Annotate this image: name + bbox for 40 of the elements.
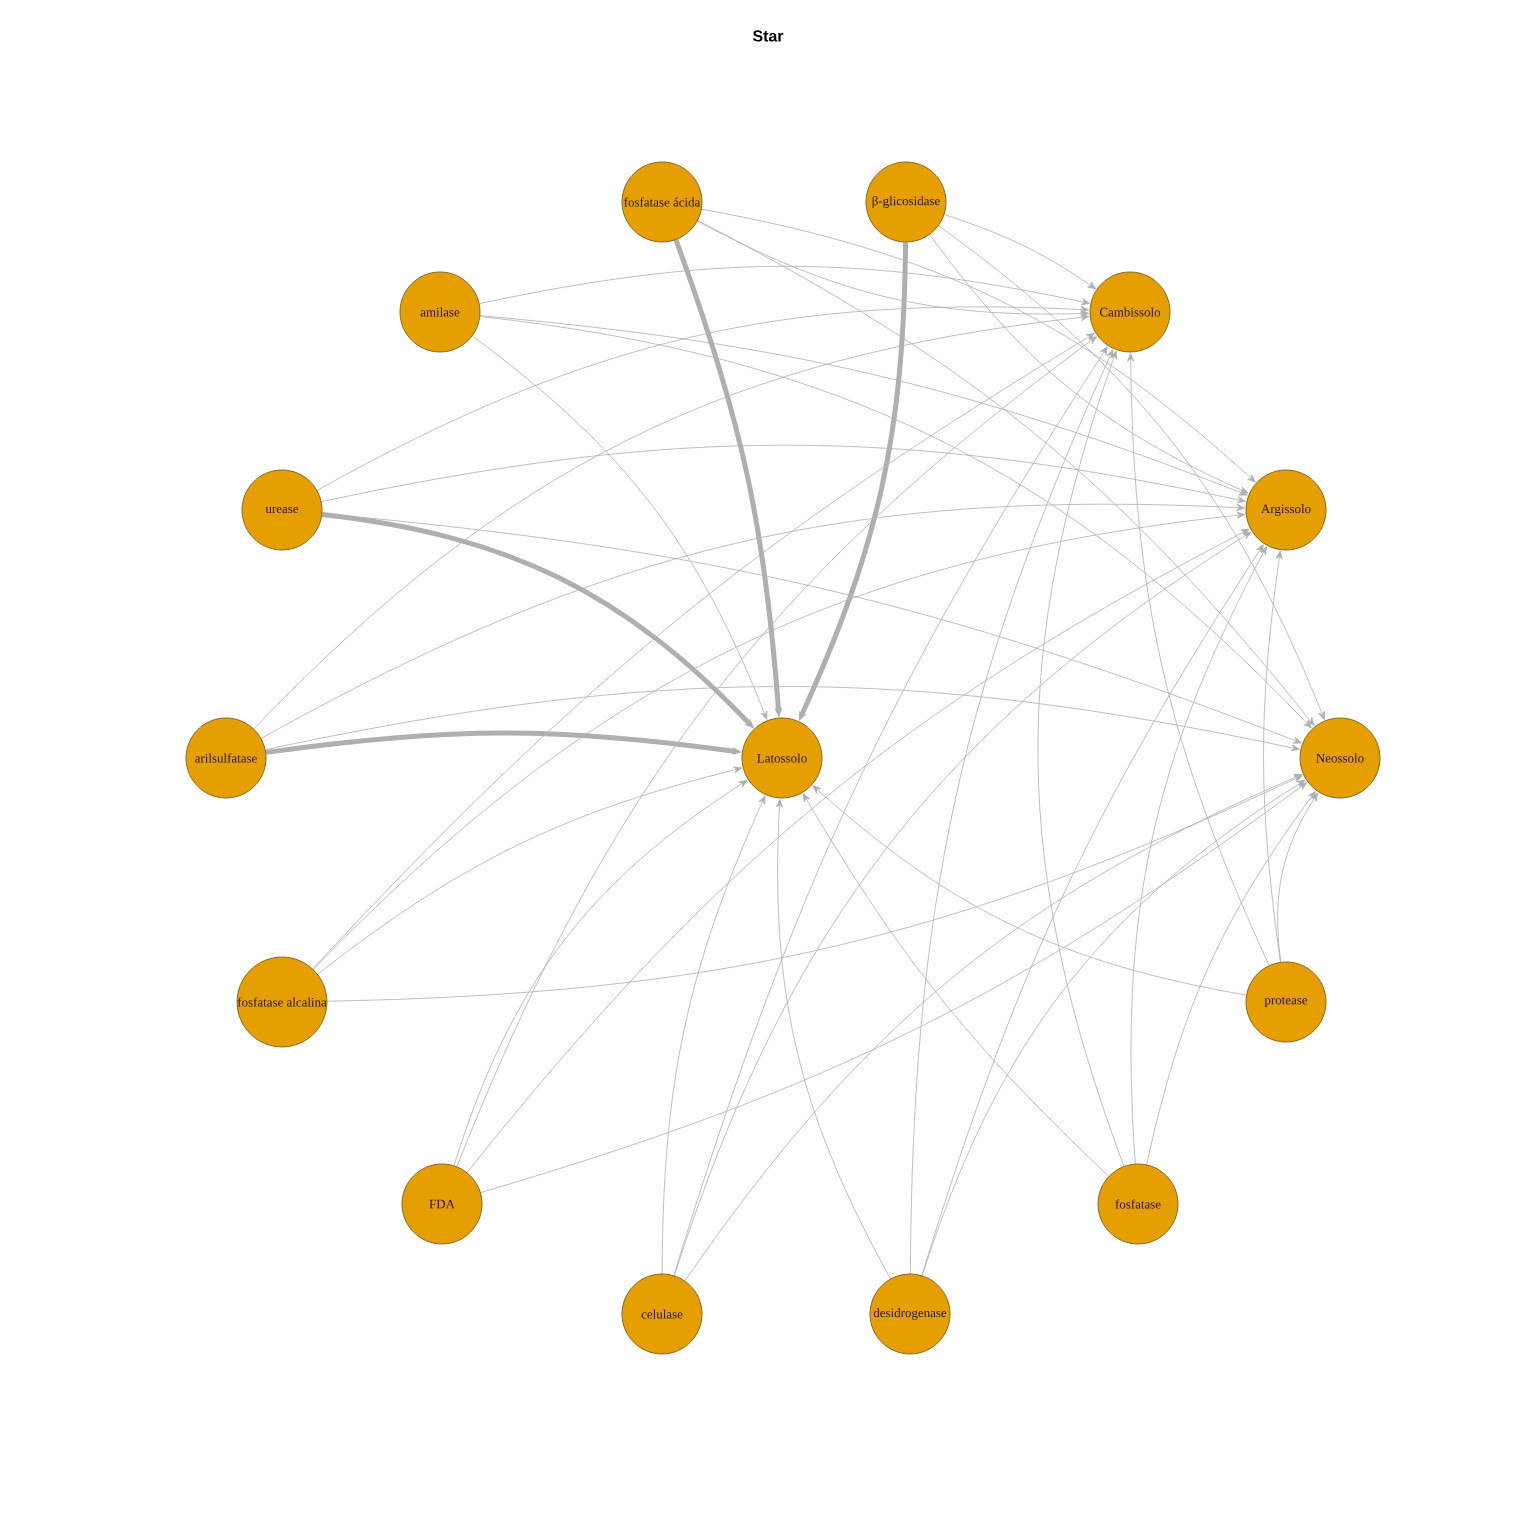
arrow: [309, 333, 1095, 973]
arrow: [909, 349, 1114, 1274]
arrow: [938, 225, 1325, 720]
arrow: [697, 220, 1089, 317]
arrow: [1037, 350, 1125, 1167]
arrow: [479, 315, 1248, 496]
arrow: [316, 306, 1089, 491]
arrow: [265, 686, 1300, 752]
arrow: [309, 511, 1246, 974]
arrow: [253, 313, 1090, 730]
arrow: [472, 335, 768, 720]
arrow: [480, 782, 1308, 1193]
arrow: [921, 544, 1264, 1276]
arrow: [1127, 353, 1270, 966]
arrow: [1130, 546, 1267, 1165]
arrow: [673, 346, 1108, 1276]
arrow: [321, 444, 1246, 504]
arrow: [1146, 791, 1316, 1165]
arrow: [322, 775, 1303, 1002]
arrow: [313, 766, 743, 978]
arrow: [929, 234, 1249, 494]
arrow: [1263, 550, 1283, 963]
arrow: [701, 208, 1256, 483]
arrow: [802, 793, 1110, 1177]
arrow: [812, 785, 1247, 996]
arrow: [453, 780, 748, 1166]
arrow: [684, 774, 1303, 1282]
arrow: [260, 504, 1245, 739]
arrow: [697, 220, 1315, 726]
arrow: [661, 795, 766, 1274]
arrow: [921, 779, 1306, 1276]
arrow: [775, 799, 891, 1280]
arrow: [479, 316, 1312, 729]
arrow: [456, 336, 1097, 1167]
arrow: [466, 528, 1250, 1173]
arrow: [321, 513, 1302, 744]
arrow: [479, 265, 1090, 306]
arrow: [944, 214, 1097, 290]
arrow: [1277, 792, 1319, 963]
arrow: [673, 531, 1252, 1276]
